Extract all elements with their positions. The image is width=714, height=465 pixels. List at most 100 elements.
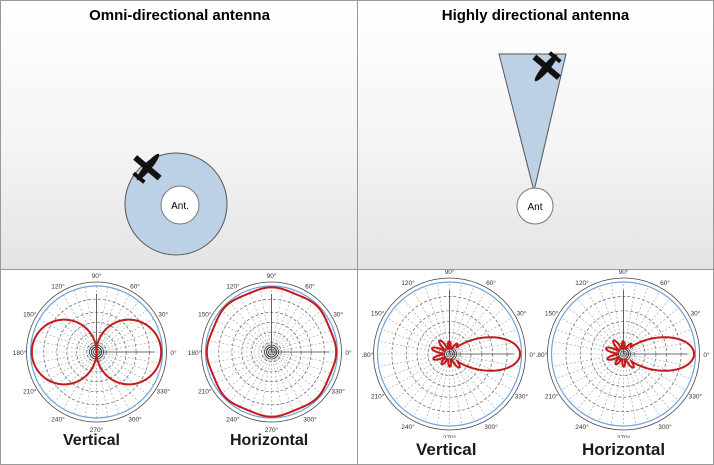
angle-label: 120° xyxy=(226,282,240,290)
panel-divider-horizontal xyxy=(1,269,713,270)
grid-spoke xyxy=(271,286,284,353)
plot-caption: Horizontal xyxy=(230,432,309,449)
grid-spoke xyxy=(96,351,120,415)
grid-spoke xyxy=(228,351,272,403)
angle-label: 0° xyxy=(703,351,710,359)
grid-spoke xyxy=(96,301,140,353)
grid-spoke xyxy=(209,351,272,375)
grid-spoke xyxy=(271,301,315,353)
angle-label: 210° xyxy=(198,388,212,396)
grid-spoke xyxy=(238,351,272,410)
grid-spoke xyxy=(259,286,272,353)
grid-spoke xyxy=(39,351,97,386)
grid-spoke xyxy=(271,340,337,353)
grid-spoke xyxy=(248,351,272,415)
grid-spoke xyxy=(96,329,159,353)
angle-label: 150° xyxy=(23,311,37,319)
grid-spoke xyxy=(271,309,323,353)
outer-frame xyxy=(547,277,700,431)
grid-spoke xyxy=(34,351,97,375)
outer-frame xyxy=(26,281,167,423)
grid-spoke xyxy=(96,351,159,375)
outer-ring xyxy=(550,281,697,427)
angle-label: 120° xyxy=(575,279,589,287)
grid-spoke xyxy=(45,309,97,353)
grid-spoke xyxy=(271,351,337,364)
grid-spoke xyxy=(31,340,97,353)
polar-plot-vertical: 90°60°30°0°330°300°270°240°210°180°150°1… xyxy=(13,272,177,432)
directional-diagram: Ant xyxy=(498,51,567,225)
angle-label: 180° xyxy=(188,349,202,357)
outer-ring xyxy=(29,285,164,419)
grid-spoke xyxy=(449,353,513,391)
grid-spoke xyxy=(96,289,120,353)
outer-ring xyxy=(376,281,523,427)
omni-panel: Omni-directional antenna Ant. xyxy=(1,1,358,269)
airplane-icon xyxy=(532,51,562,82)
grid-spoke xyxy=(84,286,97,353)
directional-polar-panel: 90° 60° 30° 0° 330° 300° 270° 240° 210° 180° 150° 1… xyxy=(358,270,713,464)
grid-spoke xyxy=(259,351,272,418)
angle-label: 210° xyxy=(371,393,385,401)
angle-label: 330° xyxy=(689,393,703,401)
grid-spoke xyxy=(271,351,305,410)
grid-spoke xyxy=(73,351,97,415)
angle-label: 60° xyxy=(130,282,140,290)
grid-spoke xyxy=(34,329,97,353)
grid-spoke xyxy=(271,318,329,353)
grid-spoke xyxy=(96,309,148,353)
grid-spoke xyxy=(271,351,334,375)
polar-plot-horizontal: 90°60°30°0°330°300°270°240°210°180°150°1… xyxy=(188,272,352,432)
grid-spoke xyxy=(84,351,97,418)
angle-label: 270° xyxy=(265,426,279,432)
angle-label: 150° xyxy=(371,310,385,318)
grid-spoke xyxy=(96,286,109,353)
grid-spoke xyxy=(271,289,295,353)
airplane-icon xyxy=(132,153,162,184)
grid-spoke xyxy=(214,351,272,386)
angle-label: 240° xyxy=(51,416,65,424)
panel-divider-vertical xyxy=(357,1,358,464)
directional-antenna-label: Ant xyxy=(527,202,542,213)
grid-spoke xyxy=(31,351,97,364)
outer-frame xyxy=(373,277,526,431)
radiation-pattern xyxy=(605,336,696,372)
grid-spoke xyxy=(220,351,272,395)
angle-label: 300° xyxy=(128,416,142,424)
angle-label: 210° xyxy=(545,393,559,401)
polar-plot-horizontal: 90°60°30°0°330°300°270°240°210°180°150°1… xyxy=(536,270,710,438)
grid-spoke xyxy=(96,351,109,418)
angle-label: 90° xyxy=(445,270,455,276)
angle-label: 30° xyxy=(516,310,526,318)
angle-label: 240° xyxy=(575,423,589,431)
angle-label: 0° xyxy=(170,349,177,357)
grid-spoke xyxy=(45,351,97,395)
angle-label: 180° xyxy=(362,351,374,359)
grid-spoke xyxy=(53,301,97,353)
grid-spoke xyxy=(96,351,148,395)
grid-spoke xyxy=(39,318,97,353)
angle-label: 270° xyxy=(90,426,104,432)
directional-title: Highly directional antenna xyxy=(441,7,630,24)
angle-label: 60° xyxy=(660,279,670,287)
grid-spoke xyxy=(271,351,329,386)
grid-spoke xyxy=(96,351,140,403)
grid-spoke xyxy=(271,351,284,418)
radiation-pattern xyxy=(205,286,338,418)
angle-label: 270° xyxy=(443,434,457,438)
angle-label: 30° xyxy=(333,311,343,319)
grid-spoke xyxy=(228,301,272,353)
grid-spoke xyxy=(96,351,162,364)
omni-diagram: Ant. xyxy=(124,152,228,256)
angle-label: 240° xyxy=(226,416,240,424)
plot-caption: Horizontal xyxy=(582,440,666,459)
grid-spoke xyxy=(271,329,334,353)
angle-label: 300° xyxy=(484,423,498,431)
angle-label: 30° xyxy=(158,311,168,319)
angle-label: 330° xyxy=(331,388,345,396)
omni-antenna-label: Ant. xyxy=(171,201,189,212)
grid-spoke xyxy=(96,351,154,386)
grid-spoke xyxy=(96,340,162,353)
angle-label: 150° xyxy=(198,311,212,319)
